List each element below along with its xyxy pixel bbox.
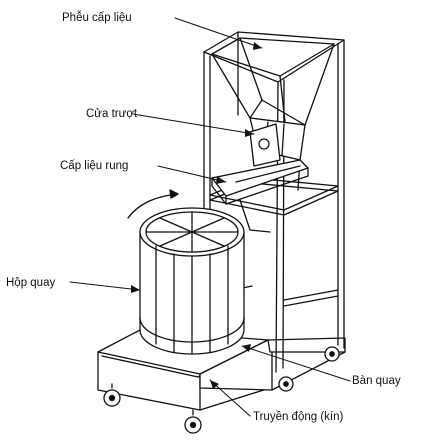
label-vibratory-feeder: Cấp liệu rung: [60, 160, 129, 172]
slide-gate: [249, 123, 281, 167]
rotation-arrow: [127, 189, 179, 219]
label-rotary-box: Hộp quay: [6, 277, 56, 289]
label-slide-gate: Cửa trượt: [86, 108, 138, 120]
label-drive-enclosed: Truyền động (kín): [253, 411, 344, 423]
rotary-box: [139, 207, 245, 355]
rear-platform: [199, 337, 346, 391]
label-turntable: Bàn quay: [352, 375, 401, 387]
vibratory-feeder: [211, 159, 309, 233]
leader-lines: [69, 17, 351, 417]
label-hopper: Phễu cấp liệu: [62, 12, 132, 24]
caster-wheels: [103, 346, 340, 434]
leader-arrowheads: [131, 42, 262, 389]
